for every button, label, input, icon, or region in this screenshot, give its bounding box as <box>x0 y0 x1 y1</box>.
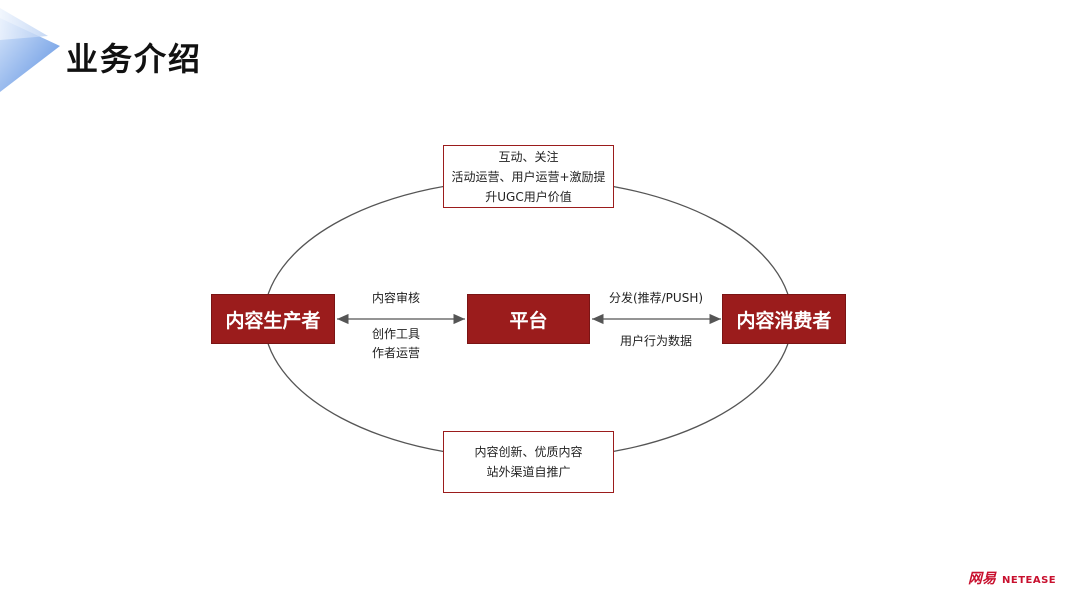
top-note-line: 互动、关注 <box>498 149 559 164</box>
logo-cn-text: 网易 <box>968 571 996 587</box>
left-edge-label-line: 创作工具 <box>371 327 420 341</box>
platform-node: 平台 <box>467 294 590 344</box>
producer-node: 内容生产者 <box>211 294 335 344</box>
left-edge-label-above: 内容审核 <box>371 291 420 305</box>
consumer-node: 内容消费者 <box>722 294 846 344</box>
right-edge-label-below: 用户行为数据 <box>619 334 692 348</box>
bottom-note-box: 内容创新、优质内容 站外渠道自推广 <box>443 431 614 493</box>
left-edge-label-line: 作者运营 <box>371 346 420 360</box>
top-note-line: 活动运营、用户运营+激励提 <box>451 169 606 184</box>
logo-en-text: NETEASE <box>1002 575 1057 586</box>
right-edge-label-above: 分发(推荐/PUSH) <box>608 291 704 305</box>
netease-logo: 网易 NETEASE <box>968 568 1056 588</box>
bottom-note-line: 站外渠道自推广 <box>486 465 571 479</box>
top-note-line: 升UGC用户价值 <box>485 189 572 204</box>
top-note-box: 互动、关注 活动运营、用户运营+激励提 升UGC用户价值 <box>443 145 614 208</box>
left-edge-label-below: 创作工具 作者运营 <box>361 325 431 363</box>
page-title: 业务介绍 <box>66 40 203 78</box>
corner-decoration <box>0 8 60 92</box>
bottom-note-line: 内容创新、优质内容 <box>474 445 583 459</box>
